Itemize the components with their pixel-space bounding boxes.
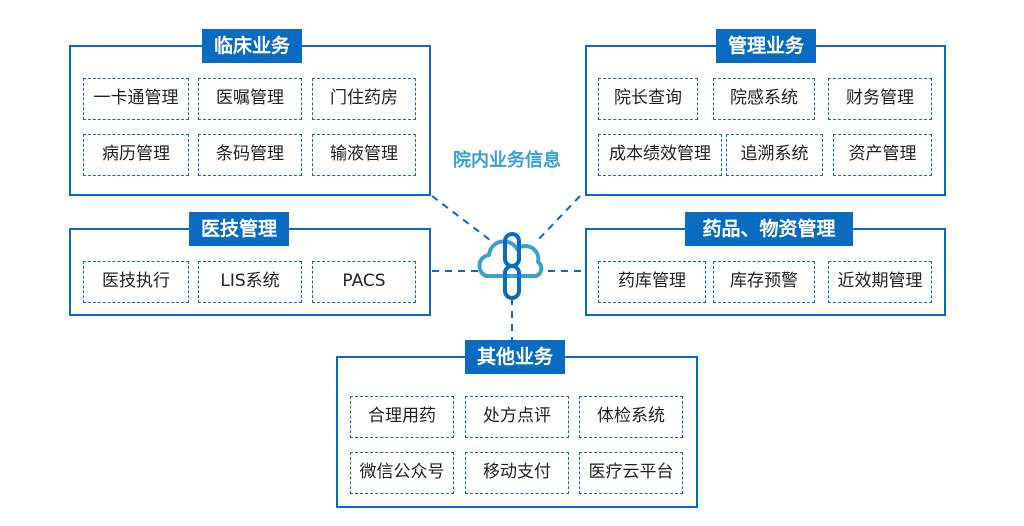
item-infection-system[interactable]: 院感系统 [713,78,815,120]
group-title-drugs: 药品、物资管理 [685,212,853,246]
group-title-management: 管理业务 [716,29,816,63]
group-medtech: 医技管理 医技执行 LIS系统 PACS [69,212,431,316]
item-finance-management[interactable]: 财务管理 [828,78,932,120]
group-title-medtech: 医技管理 [189,212,289,246]
cloud-link-icon [477,232,544,300]
connector-management [537,195,581,241]
item-card-management[interactable]: 一卡通管理 [83,78,189,120]
item-trace-system[interactable]: 追溯系统 [726,134,823,176]
item-medical-cloud[interactable]: 医疗云平台 [579,452,683,494]
item-prescription-review[interactable]: 处方点评 [465,396,569,438]
item-record-management[interactable]: 病历管理 [83,134,189,176]
group-clinical: 临床业务 一卡通管理 医嘱管理 门住药房 病历管理 条码管理 输液管理 [69,29,431,196]
item-stock-alert[interactable]: 库存预警 [713,261,815,303]
group-drugs: 药品、物资管理 药库管理 库存预警 近效期管理 [585,212,946,316]
item-warehouse-management[interactable]: 药库管理 [598,261,706,303]
item-pacs[interactable]: PACS [312,261,416,303]
item-mobile-payment[interactable]: 移动支付 [465,452,569,494]
item-rational-drug-use[interactable]: 合理用药 [350,396,454,438]
center-label: 院内业务信息 [453,150,561,171]
item-infusion-management[interactable]: 输液管理 [312,134,416,176]
item-medtech-execution[interactable]: 医技执行 [83,261,189,303]
item-order-management[interactable]: 医嘱管理 [198,78,302,120]
group-title-other: 其他业务 [465,340,565,374]
group-management: 管理业务 院长查询 院感系统 财务管理 成本绩效管理 追溯系统 资产管理 [585,29,946,196]
item-expiry-management[interactable]: 近效期管理 [828,261,932,303]
item-wechat-account[interactable]: 微信公众号 [350,452,454,494]
item-pharmacy[interactable]: 门住药房 [312,78,416,120]
item-cost-performance[interactable]: 成本绩效管理 [598,134,722,176]
item-director-query[interactable]: 院长查询 [598,78,698,120]
group-title-clinical: 临床业务 [202,29,302,63]
item-asset-management[interactable]: 资产管理 [833,134,932,176]
item-physical-exam[interactable]: 体检系统 [579,396,683,438]
item-barcode-management[interactable]: 条码管理 [198,134,302,176]
connector-clinical [431,195,491,241]
group-other: 其他业务 合理用药 处方点评 体检系统 微信公众号 移动支付 医疗云平台 [336,340,698,508]
item-lis-system[interactable]: LIS系统 [198,261,302,303]
